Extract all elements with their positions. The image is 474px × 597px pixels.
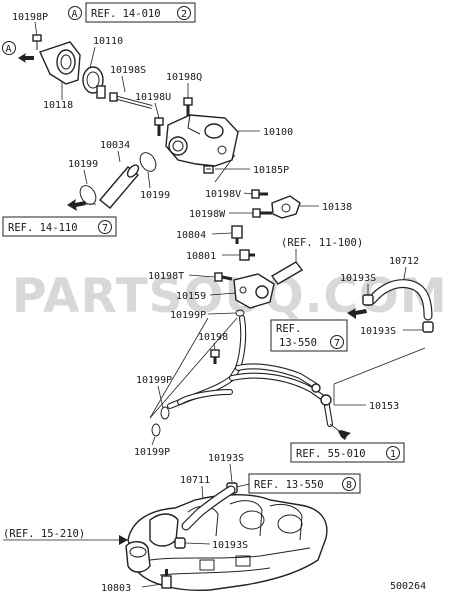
ref-55-010-text[interactable]: REF. 55-010	[296, 448, 366, 460]
clamp-10193S-upper2	[422, 321, 434, 333]
ref-11-100-text[interactable]: (REF. 11-100)	[281, 237, 363, 249]
intake-manifold	[127, 494, 328, 592]
label-10199P-top[interactable]: 10199P	[170, 310, 206, 321]
ref-13-550-b-text[interactable]: REF. 13-550	[254, 479, 324, 491]
label-10153[interactable]: 10153	[369, 401, 399, 412]
bolt-10198W	[252, 208, 272, 218]
ref-13-550-b-box[interactable]: REF. 13-550 8	[248, 473, 361, 494]
diagram-code: 500264	[390, 581, 426, 592]
hose-10034	[99, 164, 140, 209]
ref-14-010-num: 2	[181, 9, 187, 20]
bracket-10138	[271, 195, 301, 219]
fitting-10159	[233, 273, 275, 309]
label-10198S-top[interactable]: 10198S	[110, 65, 146, 76]
ref-14-110-text[interactable]: REF. 14-110	[8, 222, 78, 234]
label-10034[interactable]: 10034	[100, 140, 130, 151]
thermostat-housing-10100	[165, 114, 239, 167]
ref-14-010-text[interactable]: REF. 14-010	[91, 8, 161, 20]
label-10803[interactable]: 10803	[101, 583, 131, 594]
clamp-10199-right	[139, 152, 157, 172]
label-10198[interactable]: 10198	[198, 332, 228, 343]
label-10118[interactable]: 10118	[43, 100, 73, 111]
pipe-stub	[270, 261, 304, 285]
bolt-10198V	[251, 189, 268, 199]
arrow-ref-15-210-icon	[119, 535, 128, 545]
label-10193S-low1[interactable]: 10193S	[208, 453, 244, 464]
label-10198V[interactable]: 10198V	[205, 189, 241, 200]
bolt-10198Q	[183, 97, 193, 116]
bolt-10198	[210, 349, 220, 364]
arrow-ref-13-550-a-icon	[347, 308, 367, 319]
label-10198W[interactable]: 10198W	[189, 209, 226, 220]
label-10199P-mid[interactable]: 10199P	[136, 375, 172, 386]
ref-15-210-text[interactable]: (REF. 15-210)	[3, 528, 85, 540]
arrow-ref-14-110-icon	[67, 199, 86, 211]
label-10193S-upper1[interactable]: 10193S	[340, 273, 376, 284]
ref-13-550-a-line2[interactable]: 13-550	[279, 337, 317, 349]
label-10159[interactable]: 10159	[176, 291, 206, 302]
manifold-nipple	[125, 541, 151, 573]
ref-14-010-box[interactable]: REF. 14-010 2	[85, 2, 196, 23]
label-10193S-upper2[interactable]: 10193S	[360, 326, 396, 337]
label-10198U[interactable]: 10198U	[135, 92, 171, 103]
ref-13-550-b-num: 8	[346, 480, 352, 491]
ref-55-010-box[interactable]: REF. 55-010 1	[290, 442, 405, 463]
label-10198P[interactable]: 10198P	[12, 12, 48, 23]
label-10712[interactable]: 10712	[389, 256, 419, 267]
label-10100[interactable]: 10100	[263, 127, 293, 138]
callout-a-label: A	[72, 9, 78, 20]
bolt-10198P	[32, 34, 42, 50]
label-10801[interactable]: 10801	[186, 251, 216, 262]
label-10138[interactable]: 10138	[322, 202, 352, 213]
sensor-10801	[239, 249, 255, 261]
bolt-10198T	[214, 272, 233, 282]
clip-10199P-low	[151, 423, 161, 437]
long-bolt-10198S	[109, 92, 153, 109]
clip-10199P-mid	[160, 406, 170, 420]
plug-10185P	[203, 165, 214, 174]
label-10199-left[interactable]: 10199	[68, 159, 98, 170]
label-10711[interactable]: 10711	[180, 475, 210, 486]
callout-a-circle	[68, 6, 82, 20]
ref-55-010-num: 1	[390, 449, 396, 460]
water-outlet-10118	[39, 41, 81, 85]
label-10193S-low2[interactable]: 10193S	[212, 540, 248, 551]
bolt-10198U	[154, 117, 164, 136]
ref-14-110-box[interactable]: REF. 14-110 7	[2, 216, 117, 237]
label-10198T[interactable]: 10198T	[148, 271, 184, 282]
water-pipe-10153	[167, 315, 333, 427]
label-10199-right[interactable]: 10199	[140, 190, 170, 201]
label-10199P-low[interactable]: 10199P	[134, 447, 170, 458]
ref-14-110-num: 7	[102, 223, 108, 234]
thermostat-10110	[82, 66, 106, 99]
sensor-10803	[161, 569, 172, 589]
label-10110[interactable]: 10110	[93, 36, 123, 47]
ref-13-550-a-line1[interactable]: REF.	[276, 323, 301, 335]
label-10185P[interactable]: 10185P	[253, 165, 289, 176]
sensor-10804	[231, 225, 243, 244]
callout-a-left-label: A	[6, 44, 12, 55]
ref-13-550-a-box[interactable]: REF. 13-550 7	[270, 319, 348, 352]
clamp-10193S-upper1	[362, 294, 374, 306]
arrow-left-icon	[18, 53, 34, 63]
label-10198Q[interactable]: 10198Q	[166, 72, 202, 83]
callout-a-left-circle	[2, 41, 16, 55]
label-10804[interactable]: 10804	[176, 230, 206, 241]
ref-13-550-a-num: 7	[334, 338, 340, 349]
clamp-10193S-low2	[174, 537, 186, 549]
